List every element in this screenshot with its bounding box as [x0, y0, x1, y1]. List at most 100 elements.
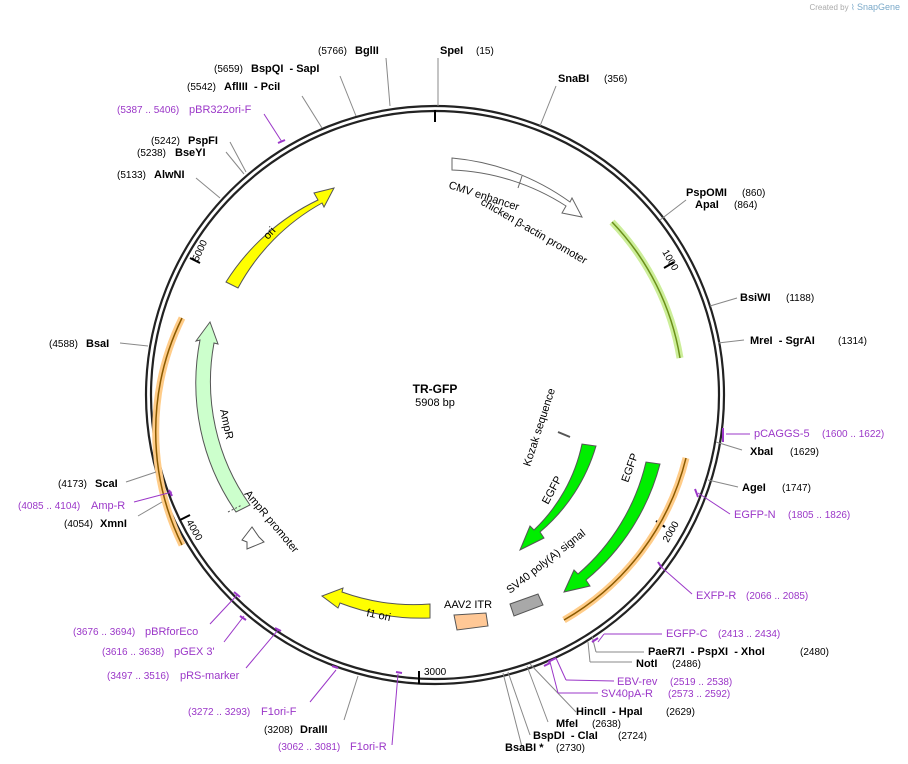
plasmid-length: 5908 bp: [415, 397, 455, 409]
tick-label-3000: 3000: [424, 667, 447, 678]
site-label-hincii-hpai: HincII - HpaI: [576, 706, 643, 718]
primer-pos-pcaggs-5: (1600 .. 1622): [822, 429, 884, 440]
feature-f1-ori-arrow[interactable]: [320, 587, 431, 619]
feature-ori-arrow[interactable]: [225, 187, 335, 289]
tick-5000: [189, 257, 201, 264]
site-label-noti: NotI: [636, 658, 657, 670]
site-pos-mrei-sgrai: (1314): [838, 336, 867, 347]
primer-marks: [168, 139, 724, 674]
primer-pos-egfp-n: (1805 .. 1826): [788, 510, 850, 521]
primer-label-egfp-c: EGFP-C: [666, 628, 708, 640]
backbone-outer-circle: [144, 104, 726, 686]
feature-egfp-outer-arrow[interactable]: [563, 461, 661, 593]
site-pos-xbai: (1629): [790, 447, 819, 458]
tick-label-1000: 1000: [659, 248, 680, 273]
site-label-bspqi-sapi: BspQI - SapI: [251, 63, 319, 75]
site-label-bspdi-clai: BspDI - ClaI: [533, 730, 598, 742]
site-pos-alwni: (5133): [117, 170, 146, 181]
site-label-afliii-pcii: AflIII - PciI: [224, 81, 280, 93]
primer-label-pbr322ori-f: pBR322ori-F: [189, 104, 252, 116]
primer-pos-prs-marker: (3497 .. 3516): [107, 671, 169, 682]
primer-label-pcaggs-5: pCAGGS-5: [754, 428, 810, 440]
primer-label-sv40pa-r: SV40pA-R: [601, 688, 653, 700]
site-label-apai: ApaI: [695, 199, 719, 211]
feature-ampr-arrow[interactable]: [194, 320, 251, 513]
feature-aav2-itr-box[interactable]: [453, 612, 489, 631]
feature-label-f1-ori: f1 ori: [365, 607, 391, 624]
feature-label-kozak: Kozak sequence: [521, 387, 558, 468]
site-label-alwni: AlwNI: [154, 169, 185, 181]
tick-4000: [179, 514, 191, 521]
site-label-bsabi: BsaBI *: [505, 742, 544, 754]
credit-brand: SnapGene: [856, 2, 900, 12]
site-pos-paer7i-pspxi-xhoi: (2480): [800, 647, 829, 658]
feature-kozak-mark: [557, 431, 571, 438]
site-pos-scai: (4173): [58, 479, 87, 490]
primer-leader-lines: [133, 113, 750, 746]
plasmid-name: TR-GFP: [413, 382, 458, 396]
site-pos-bglii: (5766): [318, 46, 347, 57]
site-leader-lines: [119, 57, 745, 748]
primer-label-amp-r: Amp-R: [91, 500, 125, 512]
feature-label-ampr: AmpR: [217, 408, 235, 440]
feature-sv40-polya-box[interactable]: [509, 593, 544, 617]
site-label-mrei-sgrai: MreI - SgrAI: [750, 335, 815, 347]
site-pos-bseyi: (5238): [137, 148, 166, 159]
site-label-paer7i-pspxi-xhoi: PaeR7I - PspXI - XhoI: [648, 646, 765, 658]
site-label-xmni: XmnI: [100, 518, 127, 530]
site-label-spei: SpeI: [440, 45, 463, 57]
site-label-bsiwi: BsiWI: [740, 292, 771, 304]
site-pos-bsabi: (2730): [556, 743, 585, 754]
site-label-pspomi: PspOMI: [686, 187, 727, 199]
site-pos-bspdi-clai: (2724): [618, 731, 647, 742]
site-pos-agei: (1747): [782, 483, 811, 494]
site-pos-pspomi: (860): [742, 188, 765, 199]
site-pos-spei: (15): [476, 46, 494, 57]
primer-pos-ebv-rev: (2519 .. 2538): [670, 677, 732, 688]
orf-arc-green-line: [611, 221, 681, 359]
site-pos-xmni: (4054): [64, 519, 93, 530]
primer-pos-pgex-3: (3616 .. 3638): [102, 647, 164, 658]
primer-label-ebv-rev: EBV-rev: [617, 676, 658, 688]
site-label-bseyi: BseYI: [175, 147, 206, 159]
primer-pos-exfp-r: (2066 .. 2085): [746, 591, 808, 602]
primer-label-exfp-r: EXFP-R: [696, 590, 736, 602]
orf-arc-orange-right-line: [563, 457, 687, 621]
site-pos-hincii-hpai: (2629): [666, 707, 695, 718]
feature-cmv-promoter-arrow[interactable]: [451, 157, 583, 218]
tick-1000: [663, 261, 675, 269]
site-pos-draiii: (3208): [264, 725, 293, 736]
primer-label-pbrforeco: pBRforEco: [145, 626, 198, 638]
feature-ampr-promoter-arrow[interactable]: [241, 526, 265, 550]
feature-egfp-inner-arrow[interactable]: [519, 443, 597, 552]
primer-pos-f1ori-f: (3272 .. 3293): [188, 707, 250, 718]
primer-pos-amp-r: (4085 .. 4104): [18, 501, 80, 512]
site-pos-bspqi-sapi: (5659): [214, 64, 243, 75]
primer-label-prs-marker: pRS-marker: [180, 670, 240, 682]
primer-pos-pbr322ori-f: (5387 .. 5406): [117, 105, 179, 116]
site-label-mfei: MfeI: [556, 718, 578, 730]
site-label-snabi: SnaBI: [558, 73, 589, 85]
site-pos-apai: (864): [734, 200, 757, 211]
site-pos-afliii-pcii: (5542): [187, 82, 216, 93]
feature-label-aav2-itr: AAV2 ITR: [444, 599, 492, 611]
site-pos-mfei: (2638): [592, 719, 621, 730]
primer-label-egfp-n: EGFP-N: [734, 509, 776, 521]
snapgene-logo-icon: ⌇: [850, 3, 855, 12]
primer-pos-egfp-c: (2413 .. 2434): [718, 629, 780, 640]
site-pos-pspfi: (5242): [151, 136, 180, 147]
credit-prefix: Created by: [809, 3, 849, 12]
feature-label-egfp-outer: EGFP: [620, 452, 642, 484]
site-pos-snabi: (356): [604, 74, 627, 85]
primer-pos-pbrforeco: (3676 .. 3694): [73, 627, 135, 638]
site-pos-bsiwi: (1188): [786, 293, 814, 304]
site-label-xbai: XbaI: [750, 446, 773, 458]
site-pos-bsai: (4588): [49, 339, 78, 350]
primer-label-f1ori-f: F1ori-F: [261, 706, 297, 718]
primer-label-pgex-3: pGEX 3': [174, 646, 215, 658]
tick-label-5000: 5000: [191, 238, 211, 263]
site-pos-noti: (2486): [672, 659, 701, 670]
site-label-scai: ScaI: [95, 478, 118, 490]
site-label-draiii: DraIII: [300, 724, 328, 736]
primer-pos-sv40pa-r: (2573 .. 2592): [668, 689, 730, 700]
